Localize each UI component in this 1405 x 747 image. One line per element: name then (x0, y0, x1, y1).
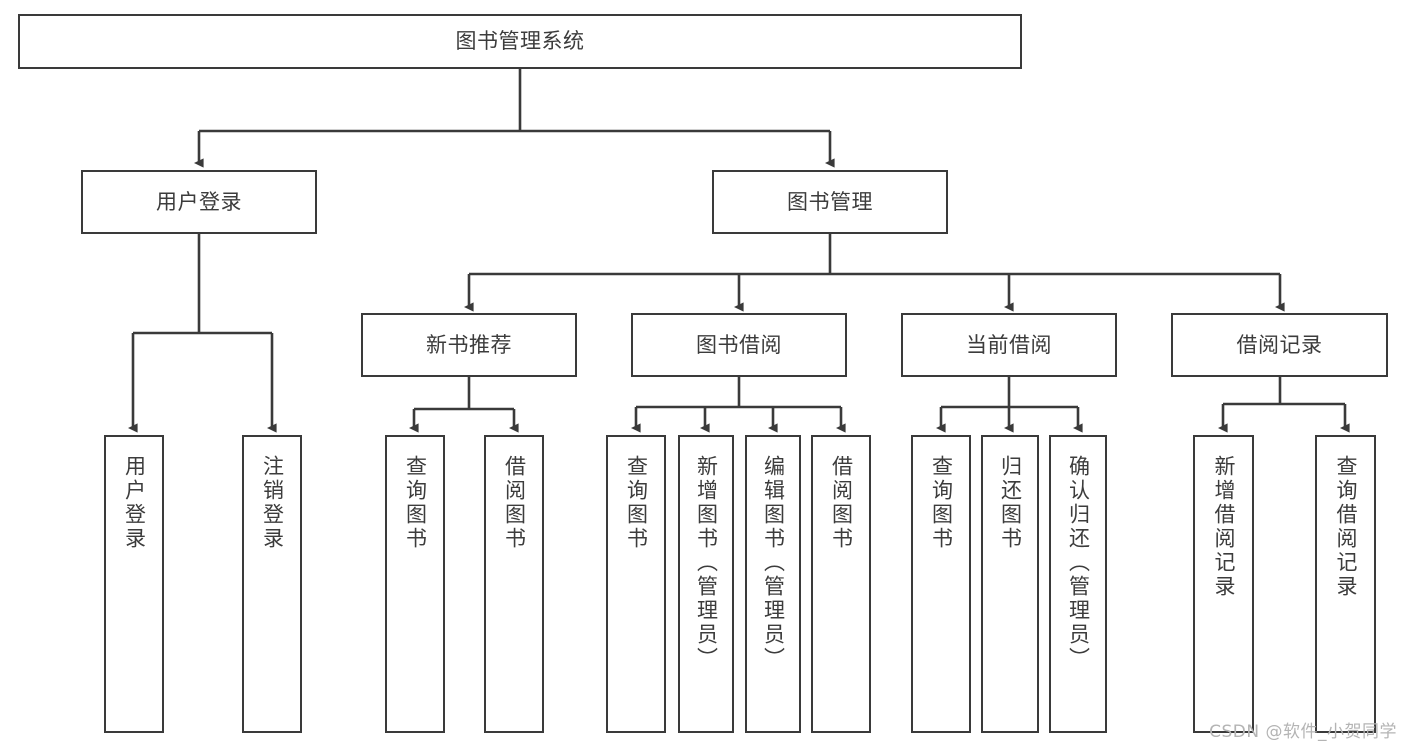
node-label: 图书管理 (787, 189, 873, 214)
node-leaf-confirm-return-admin[interactable]: 确认归还（管理员） (1049, 435, 1107, 733)
node-leaf-query-book-borrow[interactable]: 查询图书 (606, 435, 666, 733)
node-label: 查询借阅记录 (1334, 455, 1358, 599)
node-label: 借阅记录 (1236, 332, 1323, 357)
node-label: 新增图书（管理员） (694, 455, 719, 671)
node-borrow-record[interactable]: 借阅记录 (1171, 313, 1388, 377)
node-leaf-add-book-admin[interactable]: 新增图书（管理员） (678, 435, 734, 733)
node-leaf-borrow-book-recommend[interactable]: 借阅图书 (484, 435, 544, 733)
node-current-borrow[interactable]: 当前借阅 (901, 313, 1117, 377)
node-leaf-user-login[interactable]: 用户登录 (104, 435, 164, 733)
node-book-management[interactable]: 图书管理 (712, 170, 948, 234)
node-leaf-edit-book-admin[interactable]: 编辑图书（管理员） (745, 435, 801, 733)
node-leaf-query-book-recommend[interactable]: 查询图书 (385, 435, 445, 733)
node-leaf-return-book[interactable]: 归还图书 (981, 435, 1039, 733)
node-label: 用户登录 (122, 455, 147, 551)
node-label: 图书管理系统 (455, 29, 585, 54)
node-label: 确认归还（管理员） (1066, 455, 1091, 671)
node-label: 查询图书 (624, 455, 649, 551)
node-label: 当前借阅 (966, 332, 1052, 357)
node-label: 新书推荐 (426, 332, 512, 357)
node-leaf-borrow-book[interactable]: 借阅图书 (811, 435, 871, 733)
node-label: 借阅图书 (502, 455, 527, 551)
node-root-system[interactable]: 图书管理系统 (18, 14, 1022, 69)
node-user-login[interactable]: 用户登录 (81, 170, 317, 234)
node-leaf-query-borrow-record[interactable]: 查询借阅记录 (1315, 435, 1376, 733)
node-label: 图书借阅 (696, 332, 782, 357)
node-new-book-recommend[interactable]: 新书推荐 (361, 313, 577, 377)
node-label: 借阅图书 (829, 455, 854, 551)
node-label: 新增借阅记录 (1212, 455, 1236, 599)
node-leaf-add-borrow-record[interactable]: 新增借阅记录 (1193, 435, 1254, 733)
node-leaf-query-book-current[interactable]: 查询图书 (911, 435, 971, 733)
node-leaf-logout[interactable]: 注销登录 (242, 435, 302, 733)
node-label: 编辑图书（管理员） (761, 455, 786, 671)
node-label: 归还图书 (998, 455, 1023, 551)
node-book-borrow[interactable]: 图书借阅 (631, 313, 847, 377)
node-label: 注销登录 (260, 455, 285, 551)
node-label: 查询图书 (403, 455, 428, 551)
node-label: 查询图书 (929, 455, 954, 551)
node-label: 用户登录 (156, 189, 242, 214)
